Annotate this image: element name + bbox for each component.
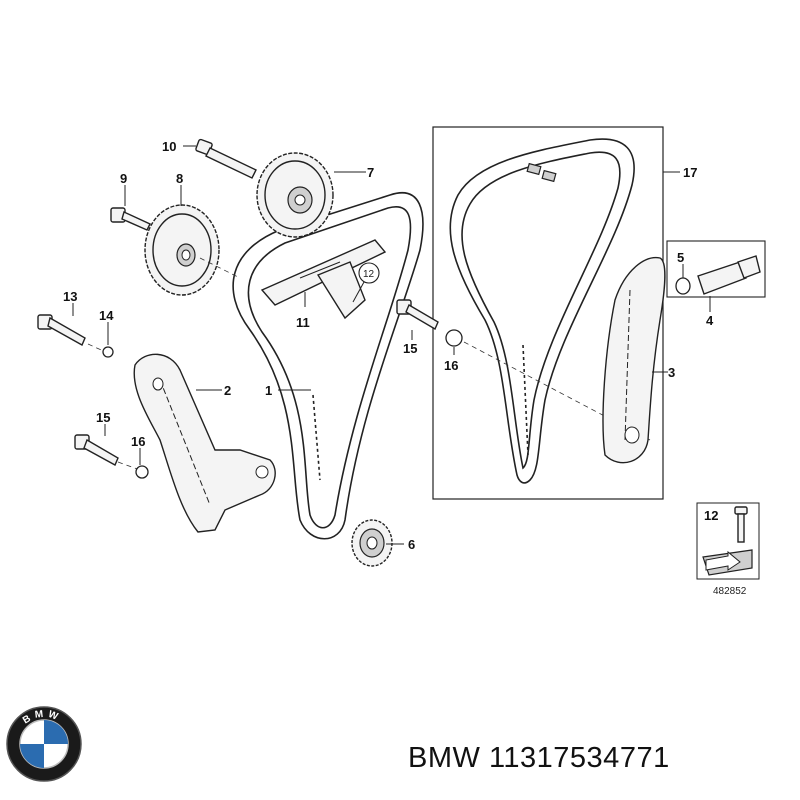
pin-13 — [37, 314, 111, 355]
label-8: 8 — [176, 171, 183, 186]
legend-label-12: 12 — [704, 508, 718, 523]
brand-part-number: BMW 11317534771 — [408, 742, 670, 775]
label-9: 9 — [120, 171, 127, 186]
guide-rail-11 — [260, 239, 387, 320]
brand-name: BMW — [408, 742, 481, 774]
label-5: 5 — [677, 250, 684, 265]
sprocket-8 — [144, 204, 241, 296]
pin-15-right — [396, 299, 439, 331]
parts-4-5-box — [666, 240, 766, 298]
label-15-right: 15 — [403, 341, 417, 356]
washer-16-left — [135, 465, 149, 479]
label-1: 1 — [265, 383, 272, 398]
circled-label-12 — [358, 262, 380, 284]
bolt-9 — [110, 207, 151, 231]
bmw-logo: BMW — [6, 706, 82, 782]
secondary-chain-17 — [449, 138, 635, 484]
label-15-left: 15 — [96, 410, 110, 425]
label-12-circled: 12 — [363, 269, 375, 280]
drawing-number: 482852 — [713, 586, 747, 597]
label-6: 6 — [408, 537, 415, 552]
label-16-left: 16 — [131, 434, 145, 449]
label-16-right: 16 — [444, 358, 458, 373]
seal-5 — [675, 277, 691, 295]
timing-chain-1 — [232, 192, 424, 540]
pin-15-left — [74, 434, 141, 471]
part-number: 11317534771 — [488, 742, 670, 774]
label-14: 14 — [99, 308, 114, 323]
washer-14 — [102, 346, 114, 358]
chain-17-frame — [432, 126, 664, 500]
part-labels: 10 9 8 7 11 12 13 14 2 1 15 16 6 15 16 1… — [63, 139, 714, 552]
label-3: 3 — [668, 365, 675, 380]
crank-sprocket-6 — [351, 519, 393, 567]
label-7: 7 — [367, 165, 374, 180]
legend-box-12: 12 — [696, 502, 760, 580]
leader-lines — [72, 145, 711, 545]
label-17: 17 — [683, 165, 697, 180]
label-13: 13 — [63, 289, 77, 304]
bolt-10 — [195, 138, 257, 179]
label-11: 11 — [296, 315, 310, 330]
tensioner-rail-2 — [133, 353, 276, 533]
label-2: 2 — [224, 383, 231, 398]
camshaft-adjuster-7 — [256, 152, 334, 238]
label-10: 10 — [162, 139, 176, 154]
label-4: 4 — [706, 313, 714, 328]
chain-tensioner-4 — [697, 255, 761, 295]
guide-rail-3 — [602, 256, 666, 464]
